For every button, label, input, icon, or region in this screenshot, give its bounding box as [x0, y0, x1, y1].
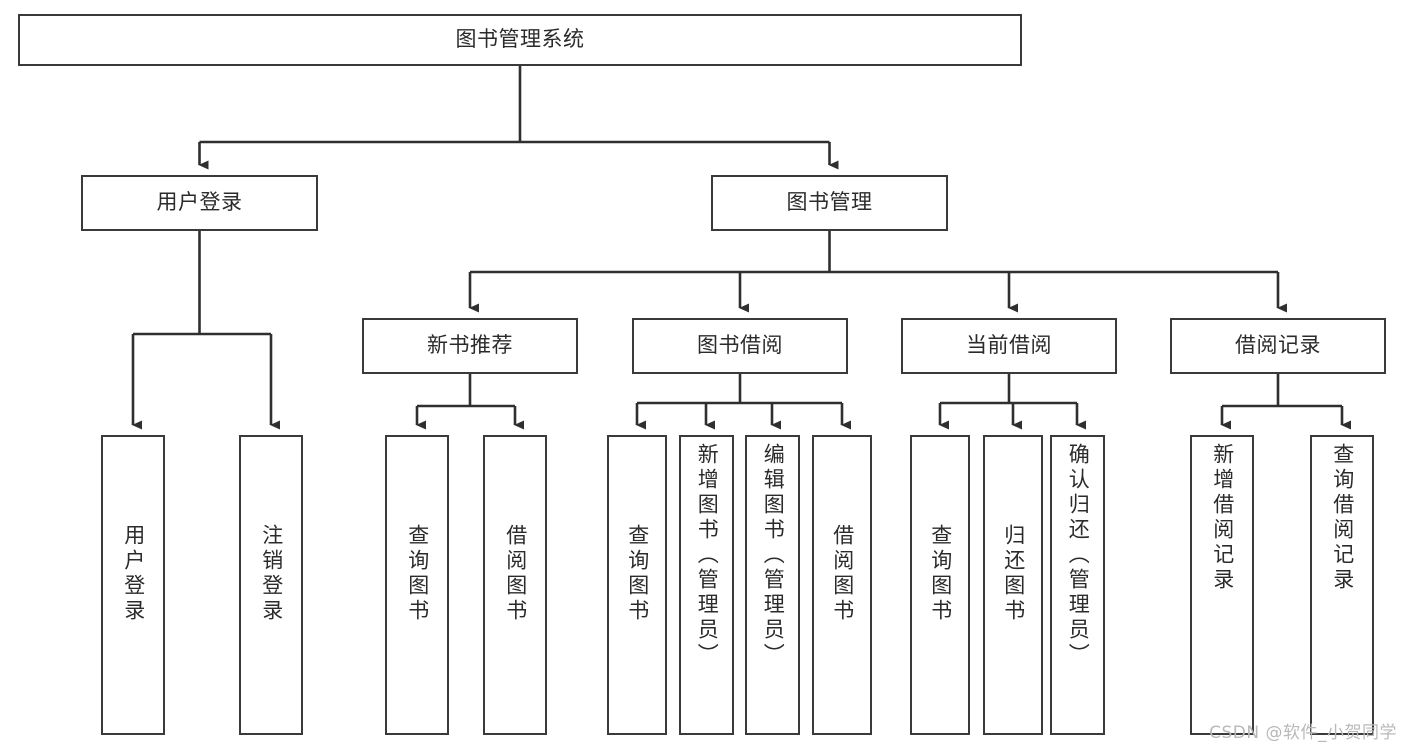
node-label: 借阅记录 [1235, 333, 1321, 358]
node-label: 用户登录 [156, 190, 243, 215]
node-label: 查询图书 [625, 524, 650, 624]
node-label: 借阅图书 [830, 524, 855, 624]
connectors-new-book-rec [415, 374, 524, 430]
connectors-book-borrow [635, 374, 851, 430]
leaf-node[interactable]: 注销登录 [239, 435, 303, 735]
node-book-borrow[interactable]: 图书借阅 [632, 318, 848, 374]
leaf-node[interactable]: 新增借阅记录 [1190, 435, 1254, 735]
leaf-node[interactable]: 用户登录 [101, 435, 165, 735]
connectors-current-borrow [938, 374, 1086, 430]
node-user-login[interactable]: 用户登录 [81, 175, 318, 231]
connectors-user-login [131, 231, 280, 430]
connectors-book-mgmt [468, 231, 1287, 313]
connectors-borrow-records [1220, 374, 1351, 430]
node-root-system[interactable]: 图书管理系统 [18, 14, 1022, 66]
node-label: 借阅图书 [503, 524, 528, 624]
node-book-management[interactable]: 图书管理 [711, 175, 948, 231]
leaf-node[interactable]: 查询图书 [910, 435, 970, 735]
node-label: 新增图书（管理员） [695, 443, 720, 668]
node-label: 图书借阅 [697, 333, 783, 358]
node-label: 编辑图书（管理员） [761, 443, 786, 668]
node-current-borrow[interactable]: 当前借阅 [901, 318, 1117, 374]
node-label: 当前借阅 [966, 333, 1052, 358]
connectors-root [198, 66, 839, 170]
leaf-node[interactable]: 借阅图书 [483, 435, 547, 735]
node-new-book-recommend[interactable]: 新书推荐 [362, 318, 578, 374]
node-label: 查询借阅记录 [1330, 443, 1355, 593]
leaf-node[interactable]: 新增图书（管理员） [679, 435, 734, 735]
node-label: 归还图书 [1001, 524, 1026, 624]
leaf-node[interactable]: 查询图书 [385, 435, 449, 735]
node-label: 用户登录 [121, 524, 146, 624]
node-label: 注销登录 [259, 524, 284, 624]
node-label: 查询图书 [928, 524, 953, 624]
node-label: 图书管理系统 [455, 27, 585, 52]
node-borrow-records[interactable]: 借阅记录 [1170, 318, 1386, 374]
leaf-node[interactable]: 查询借阅记录 [1310, 435, 1374, 735]
node-label: 确认归还（管理员） [1066, 443, 1091, 668]
leaf-node[interactable]: 查询图书 [607, 435, 667, 735]
leaf-node[interactable]: 编辑图书（管理员） [745, 435, 800, 735]
node-label: 新增借阅记录 [1210, 443, 1235, 593]
node-label: 新书推荐 [427, 333, 513, 358]
leaf-node[interactable]: 确认归还（管理员） [1050, 435, 1105, 735]
leaf-node[interactable]: 借阅图书 [812, 435, 872, 735]
node-label: 查询图书 [405, 524, 430, 624]
node-label: 图书管理 [786, 190, 873, 215]
leaf-node[interactable]: 归还图书 [983, 435, 1043, 735]
